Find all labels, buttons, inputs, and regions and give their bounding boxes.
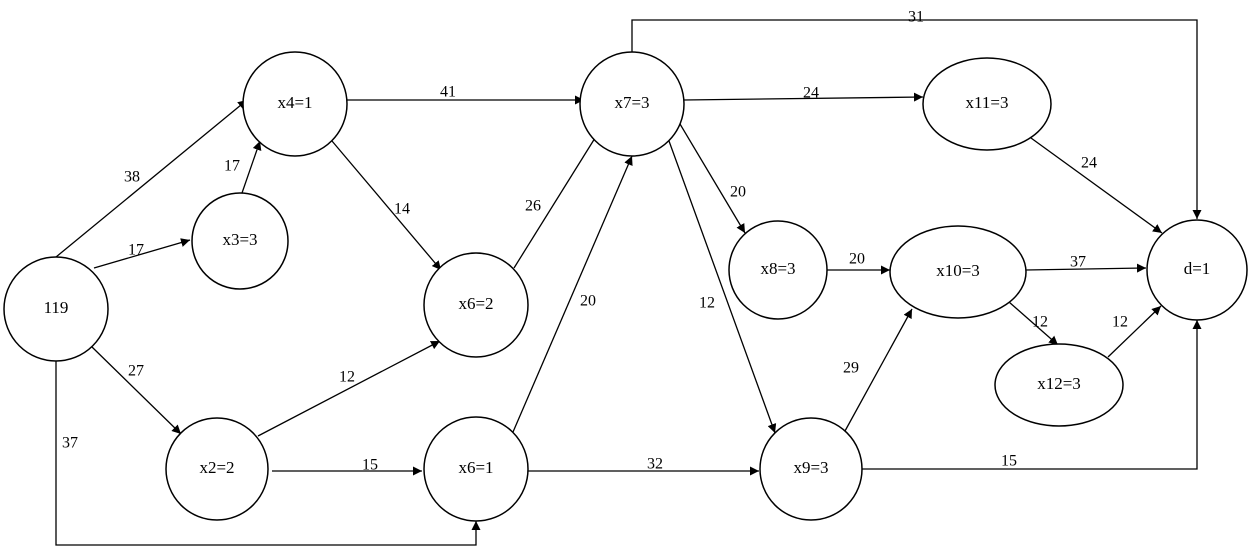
- node-x8: x8=3: [728, 220, 828, 320]
- edge-label-x4-x7: 41: [440, 84, 456, 101]
- edge-label-x2-x6a: 12: [339, 369, 355, 386]
- edge-x3-x4: [241, 140, 262, 194]
- node-x9-shape: [759, 417, 863, 521]
- node-x2-label: x2=2: [199, 458, 234, 477]
- edge-label-n119-x3: 17: [128, 242, 144, 259]
- node-x11-label: x11=3: [966, 93, 1009, 112]
- node-x11-shape: [922, 57, 1052, 151]
- edge-label-n119-x2: 27: [128, 363, 144, 380]
- edge-label-x4-x6a: 14: [394, 201, 410, 218]
- edges-layer: 38 17 27 37 17 41 14 12 15 26 20 32 31 24 20 12 24 20 37 12…: [55, 9, 1202, 546]
- nodes-layer: 119 x4=1 x3=3 x2=2 x6=2 x6=1 x7=3 x8=3 x9=3 x10=3…: [3, 51, 1248, 522]
- node-x10: x10=3: [889, 225, 1027, 319]
- node-x9-label: x9=3: [793, 458, 828, 477]
- node-n119: 119: [3, 256, 109, 362]
- node-x6a-label: x6=2: [458, 294, 493, 313]
- node-x9: x9=3: [759, 417, 863, 521]
- node-d: d=1: [1146, 219, 1248, 321]
- edge-x6b-x7: [512, 155, 633, 433]
- node-x11: x11=3: [922, 57, 1052, 151]
- edge-label-x7-x8: 20: [730, 184, 746, 201]
- node-x6b-label: x6=1: [458, 458, 493, 477]
- edge-label-x8-x10: 20: [849, 251, 865, 268]
- edge-label-x6b-x9: 32: [647, 456, 663, 473]
- node-x2-shape: [165, 417, 269, 521]
- edge-x12-d: [1107, 305, 1162, 358]
- node-x10-label: x10=3: [936, 261, 980, 280]
- edge-label-x10-d: 37: [1070, 254, 1086, 271]
- edge-label-x3-x4: 17: [224, 158, 240, 175]
- edge-x7-d: [631, 19, 1202, 219]
- edge-x10-x12: [1008, 301, 1059, 346]
- edge-n119-x6b: [55, 361, 481, 546]
- node-d-shape: [1146, 219, 1248, 321]
- node-x6a: x6=2: [423, 252, 529, 358]
- edge-n119-x3: [93, 238, 191, 269]
- edge-label-x6b-x7: 20: [580, 293, 596, 310]
- node-n119-shape: [3, 256, 109, 362]
- edge-x11-d: [1030, 137, 1163, 234]
- node-x12-shape: [994, 343, 1124, 427]
- edge-label-x7-x11: 24: [803, 85, 819, 102]
- edge-x7-x11: [683, 92, 924, 102]
- node-x6b-shape: [423, 416, 529, 522]
- node-d-label: d=1: [1184, 259, 1211, 278]
- node-n119-label: 119: [44, 298, 69, 317]
- edge-label-x12-d: 12: [1112, 314, 1128, 331]
- edge-label-n119-x4: 38: [124, 169, 140, 186]
- node-x3: x3=3: [191, 192, 289, 290]
- edge-label-x11-d: 24: [1081, 155, 1097, 172]
- edge-x9-d: [862, 320, 1202, 470]
- edge-label-x9-d: 15: [1001, 453, 1017, 470]
- edge-x10-d: [1025, 263, 1147, 273]
- node-x3-shape: [191, 192, 289, 290]
- node-x12-label: x12=3: [1037, 374, 1081, 393]
- edge-n119-x2: [91, 346, 182, 435]
- edge-label-n119-x6b: 37: [62, 435, 78, 452]
- edge-x7-x9: [668, 140, 777, 434]
- edge-label-x9-x10: 29: [843, 360, 859, 377]
- node-x10-shape: [889, 225, 1027, 319]
- node-x4: x4=1: [242, 51, 348, 157]
- edge-label-x6a-x7: 26: [525, 198, 541, 215]
- node-x2: x2=2: [165, 417, 269, 521]
- node-x7: x7=3: [579, 51, 685, 157]
- edge-x9-x10: [844, 308, 913, 432]
- node-x8-label: x8=3: [760, 259, 795, 278]
- node-x8-shape: [728, 220, 828, 320]
- node-x7-shape: [579, 51, 685, 157]
- edge-label-x10-x12: 12: [1032, 314, 1048, 331]
- node-x12: x12=3: [994, 343, 1124, 427]
- edge-x4-x6a: [331, 140, 442, 271]
- node-x4-label: x4=1: [277, 93, 312, 112]
- node-x4-shape: [242, 51, 348, 157]
- edge-x2-x6a: [257, 340, 441, 437]
- edge-x6a-x7: [513, 129, 601, 269]
- node-x7-label: x7=3: [614, 93, 649, 112]
- edge-label-x7-x9: 12: [699, 295, 715, 312]
- node-x3-label: x3=3: [222, 230, 257, 249]
- edge-label-x7-d: 31: [908, 9, 924, 26]
- node-x6b: x6=1: [423, 416, 529, 522]
- node-x6a-shape: [423, 252, 529, 358]
- edge-n119-x4: [55, 99, 248, 258]
- edge-x7-x8: [679, 123, 746, 234]
- edge-label-x2-x6b: 15: [362, 457, 378, 474]
